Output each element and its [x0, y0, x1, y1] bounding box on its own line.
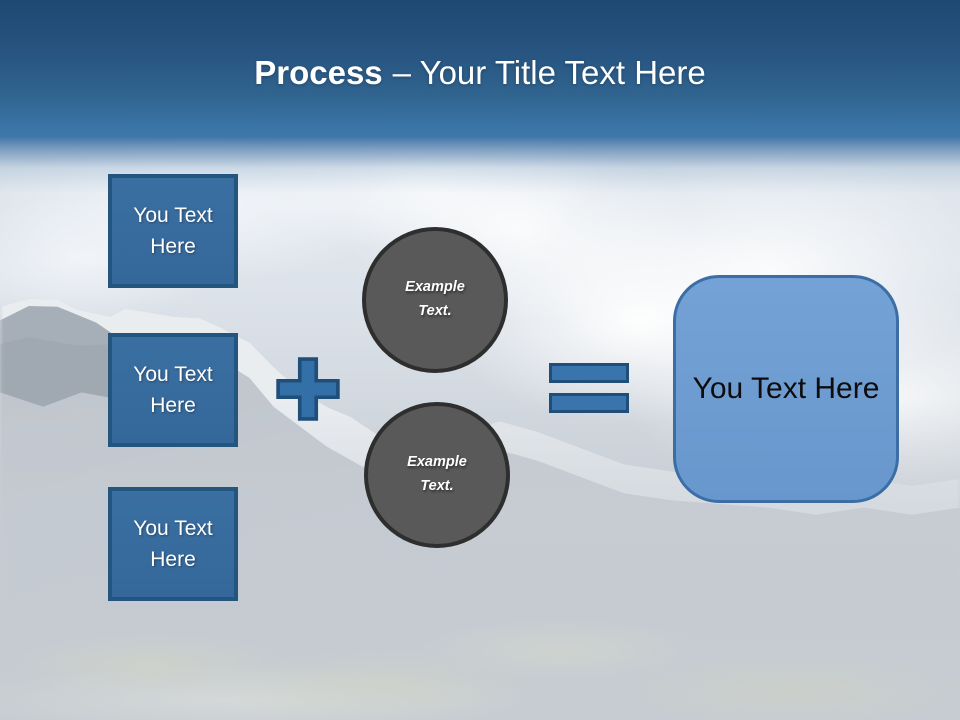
- input-box-2[interactable]: You Text Here: [108, 333, 238, 447]
- input-box-1-label: You Text Here: [133, 203, 213, 259]
- input-box-1[interactable]: You Text Here: [108, 174, 238, 288]
- example-circle-2-label: Example Text.: [407, 454, 467, 494]
- equals-icon[interactable]: [549, 363, 629, 413]
- slide-title-bold: Process: [254, 54, 383, 91]
- slide-title-rest: – Your Title Text Here: [392, 54, 706, 91]
- result-box[interactable]: You Text Here: [673, 275, 899, 503]
- equals-bottom-bar: [549, 393, 629, 413]
- slide-title[interactable]: Process – Your Title Text Here: [0, 54, 960, 92]
- example-circle-1-label: Example Text.: [405, 279, 465, 319]
- input-box-3[interactable]: You Text Here: [108, 487, 238, 601]
- equals-top-bar: [549, 363, 629, 383]
- example-circle-2[interactable]: Example Text.: [364, 402, 510, 548]
- plus-icon-shape: [276, 357, 340, 421]
- example-circle-1[interactable]: Example Text.: [362, 227, 508, 373]
- result-box-label: You Text Here: [692, 372, 880, 405]
- plus-icon[interactable]: [275, 356, 341, 422]
- input-box-3-label: You Text Here: [133, 516, 213, 572]
- input-box-2-label: You Text Here: [133, 362, 213, 418]
